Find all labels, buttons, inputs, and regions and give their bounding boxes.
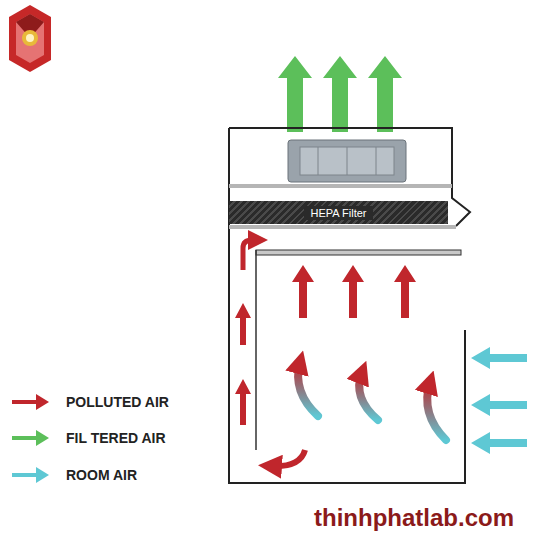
legend-label: FIL TERED AIR: [66, 430, 166, 446]
legend-row: POLLUTED AIR: [10, 391, 169, 413]
legend-label: ROOM AIR: [66, 467, 137, 483]
work-zone-walls: [256, 250, 461, 450]
polluted-air-turn: [243, 240, 258, 270]
filter-label: HEPA Filter: [304, 206, 372, 220]
legend-label: POLLUTED AIR: [66, 394, 169, 410]
legend-arrow: [10, 464, 50, 486]
legend-row: ROOM AIR: [10, 464, 137, 486]
filtered-air-arrows: [278, 56, 402, 132]
filter-plate: [229, 225, 456, 229]
fan-plate: [229, 184, 452, 188]
legend-arrow: [10, 427, 50, 449]
polluted-air-turn: [270, 450, 305, 466]
cabinet-housing: [229, 128, 470, 483]
fan-unit: [288, 140, 406, 182]
hepa-filter-band: HEPA Filter: [229, 201, 448, 224]
legend-arrow: [10, 391, 50, 413]
legend-row: FIL TERED AIR: [10, 427, 166, 449]
room-air-curves: [298, 362, 446, 440]
polluted-air-arrows: [235, 265, 416, 425]
logo: [9, 5, 51, 72]
room-air-arrows: [471, 347, 527, 454]
watermark: thinhphatlab.com: [314, 504, 514, 532]
